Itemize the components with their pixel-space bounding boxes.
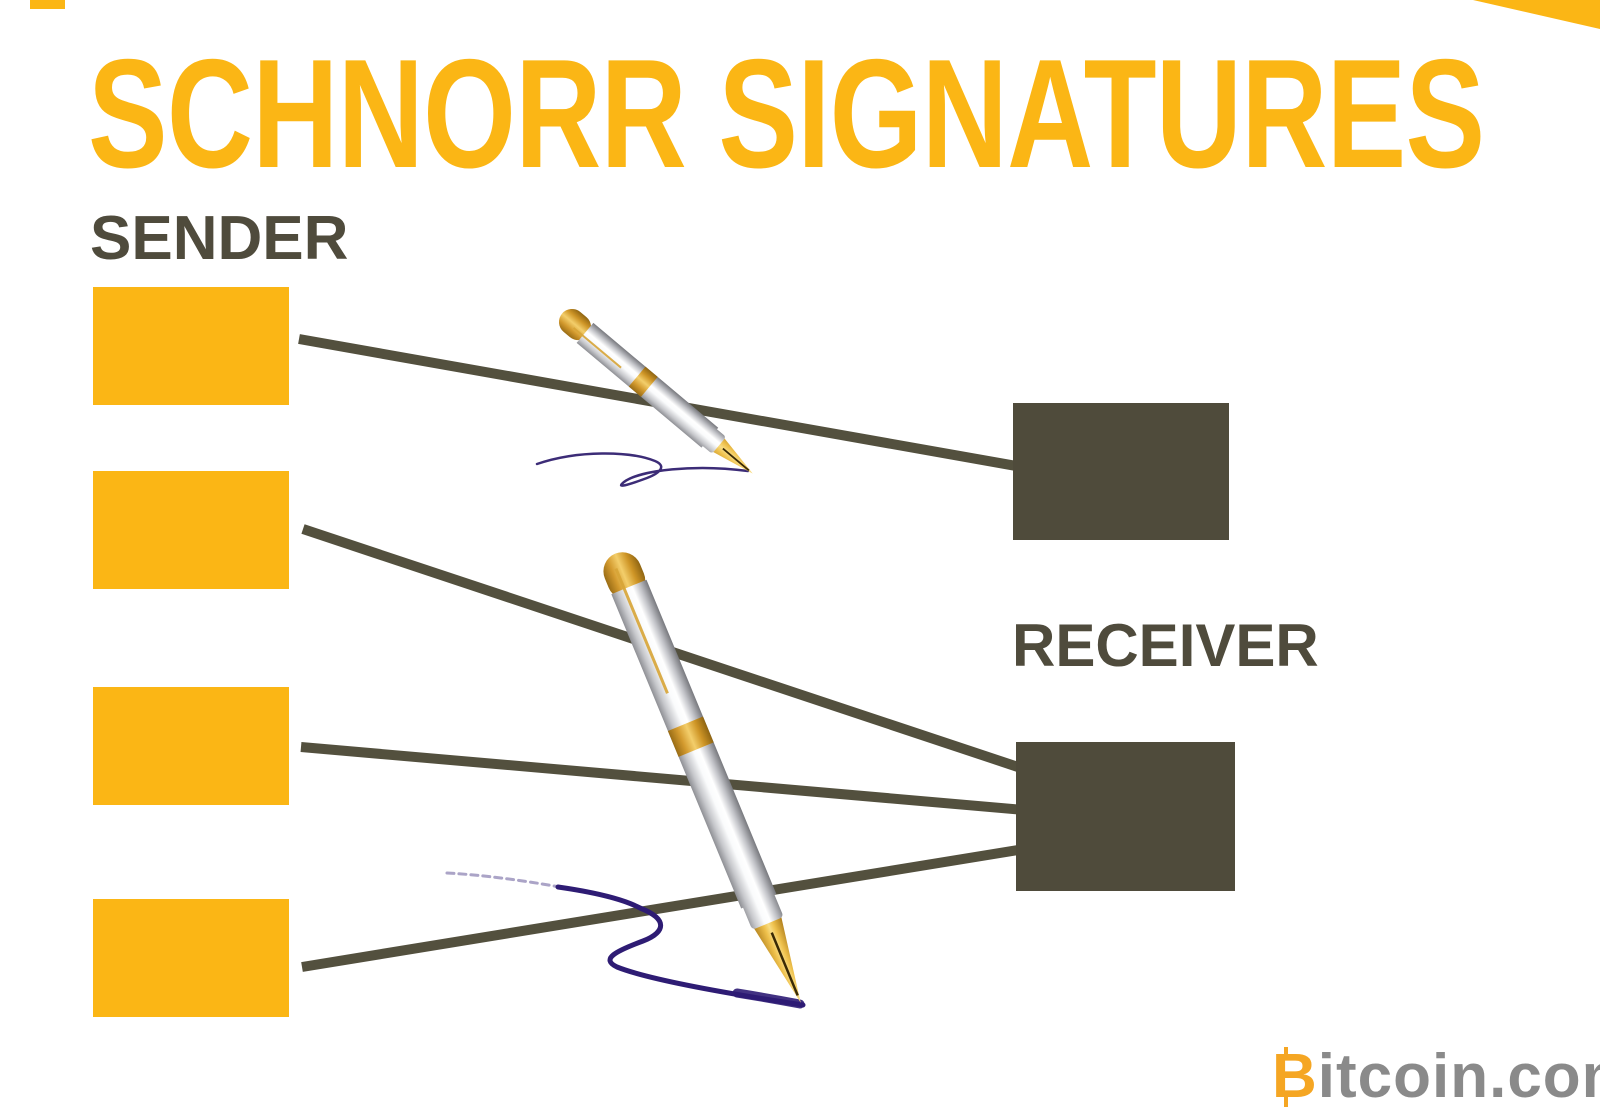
corner-accents [30, 0, 1600, 29]
sender-box-3 [93, 687, 289, 805]
ink-squiggle-large-faint [445, 871, 562, 889]
page-title: SCHNORR SIGNATURES [88, 27, 1485, 200]
ink-pool [732, 988, 805, 1009]
fountain-pen-large-icon [603, 552, 801, 1003]
fountain-pen-small-icon [558, 308, 753, 474]
bitcoin-com-logo: Bitcoin.com [1272, 1046, 1600, 1108]
sender-label: SENDER [90, 204, 349, 273]
ink-squiggle-small [535, 452, 750, 487]
sender-box-1 [93, 287, 289, 405]
corner-accent-top-right [1473, 0, 1600, 29]
receiver-box-1 [1013, 403, 1229, 540]
connection-line-3 [300, 742, 1025, 815]
receiver-box-2 [1016, 742, 1235, 891]
ink-squiggle-large [555, 884, 806, 1008]
connection-line-4 [301, 844, 1025, 972]
bitcoin-b-icon: B [1272, 1042, 1318, 1111]
sender-box-2 [93, 471, 289, 589]
sender-box-4 [93, 899, 289, 1017]
corner-accent-top-left [30, 0, 65, 9]
logo-text: itcoin.com [1317, 1042, 1600, 1111]
receiver-label: RECEIVER [1012, 612, 1319, 679]
